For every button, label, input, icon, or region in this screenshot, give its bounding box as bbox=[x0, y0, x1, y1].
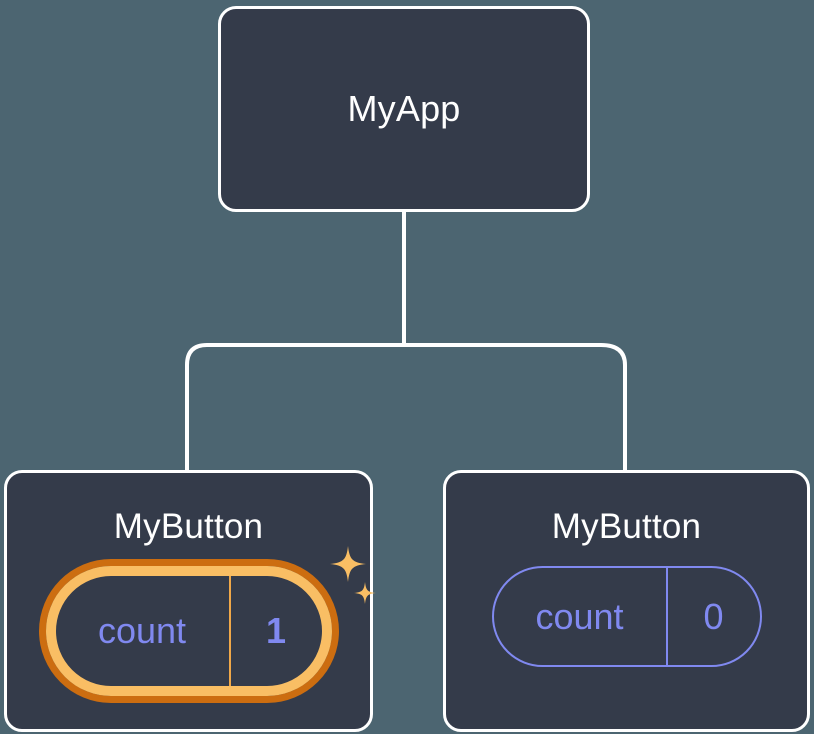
node-myapp[interactable]: MyApp bbox=[218, 6, 590, 212]
state-pill-left-wrap: count 1 bbox=[45, 546, 376, 696]
sparkles-group bbox=[329, 546, 376, 604]
state-key-right: count bbox=[494, 568, 668, 665]
node-mybutton-right[interactable]: MyButton count 0 bbox=[443, 470, 810, 732]
sparkle-small-icon bbox=[353, 582, 376, 604]
node-mybutton-left-label: MyButton bbox=[113, 507, 264, 546]
state-value-left: 1 bbox=[265, 610, 287, 651]
node-myapp-label: MyApp bbox=[347, 88, 461, 129]
node-mybutton-left[interactable]: MyButton count 1 bbox=[4, 470, 376, 732]
node-mybutton-right-label: MyButton bbox=[551, 507, 702, 546]
state-key-left: count bbox=[56, 576, 231, 686]
sparkle-large-icon bbox=[329, 546, 366, 582]
state-pill-highlighted[interactable]: count 1 bbox=[45, 566, 332, 696]
state-pill-right-wrap: count 0 bbox=[491, 566, 762, 667]
state-pill-plain[interactable]: count 0 bbox=[491, 566, 762, 667]
state-value-right: 0 bbox=[703, 595, 724, 637]
edge-branch-bar bbox=[185, 343, 627, 470]
